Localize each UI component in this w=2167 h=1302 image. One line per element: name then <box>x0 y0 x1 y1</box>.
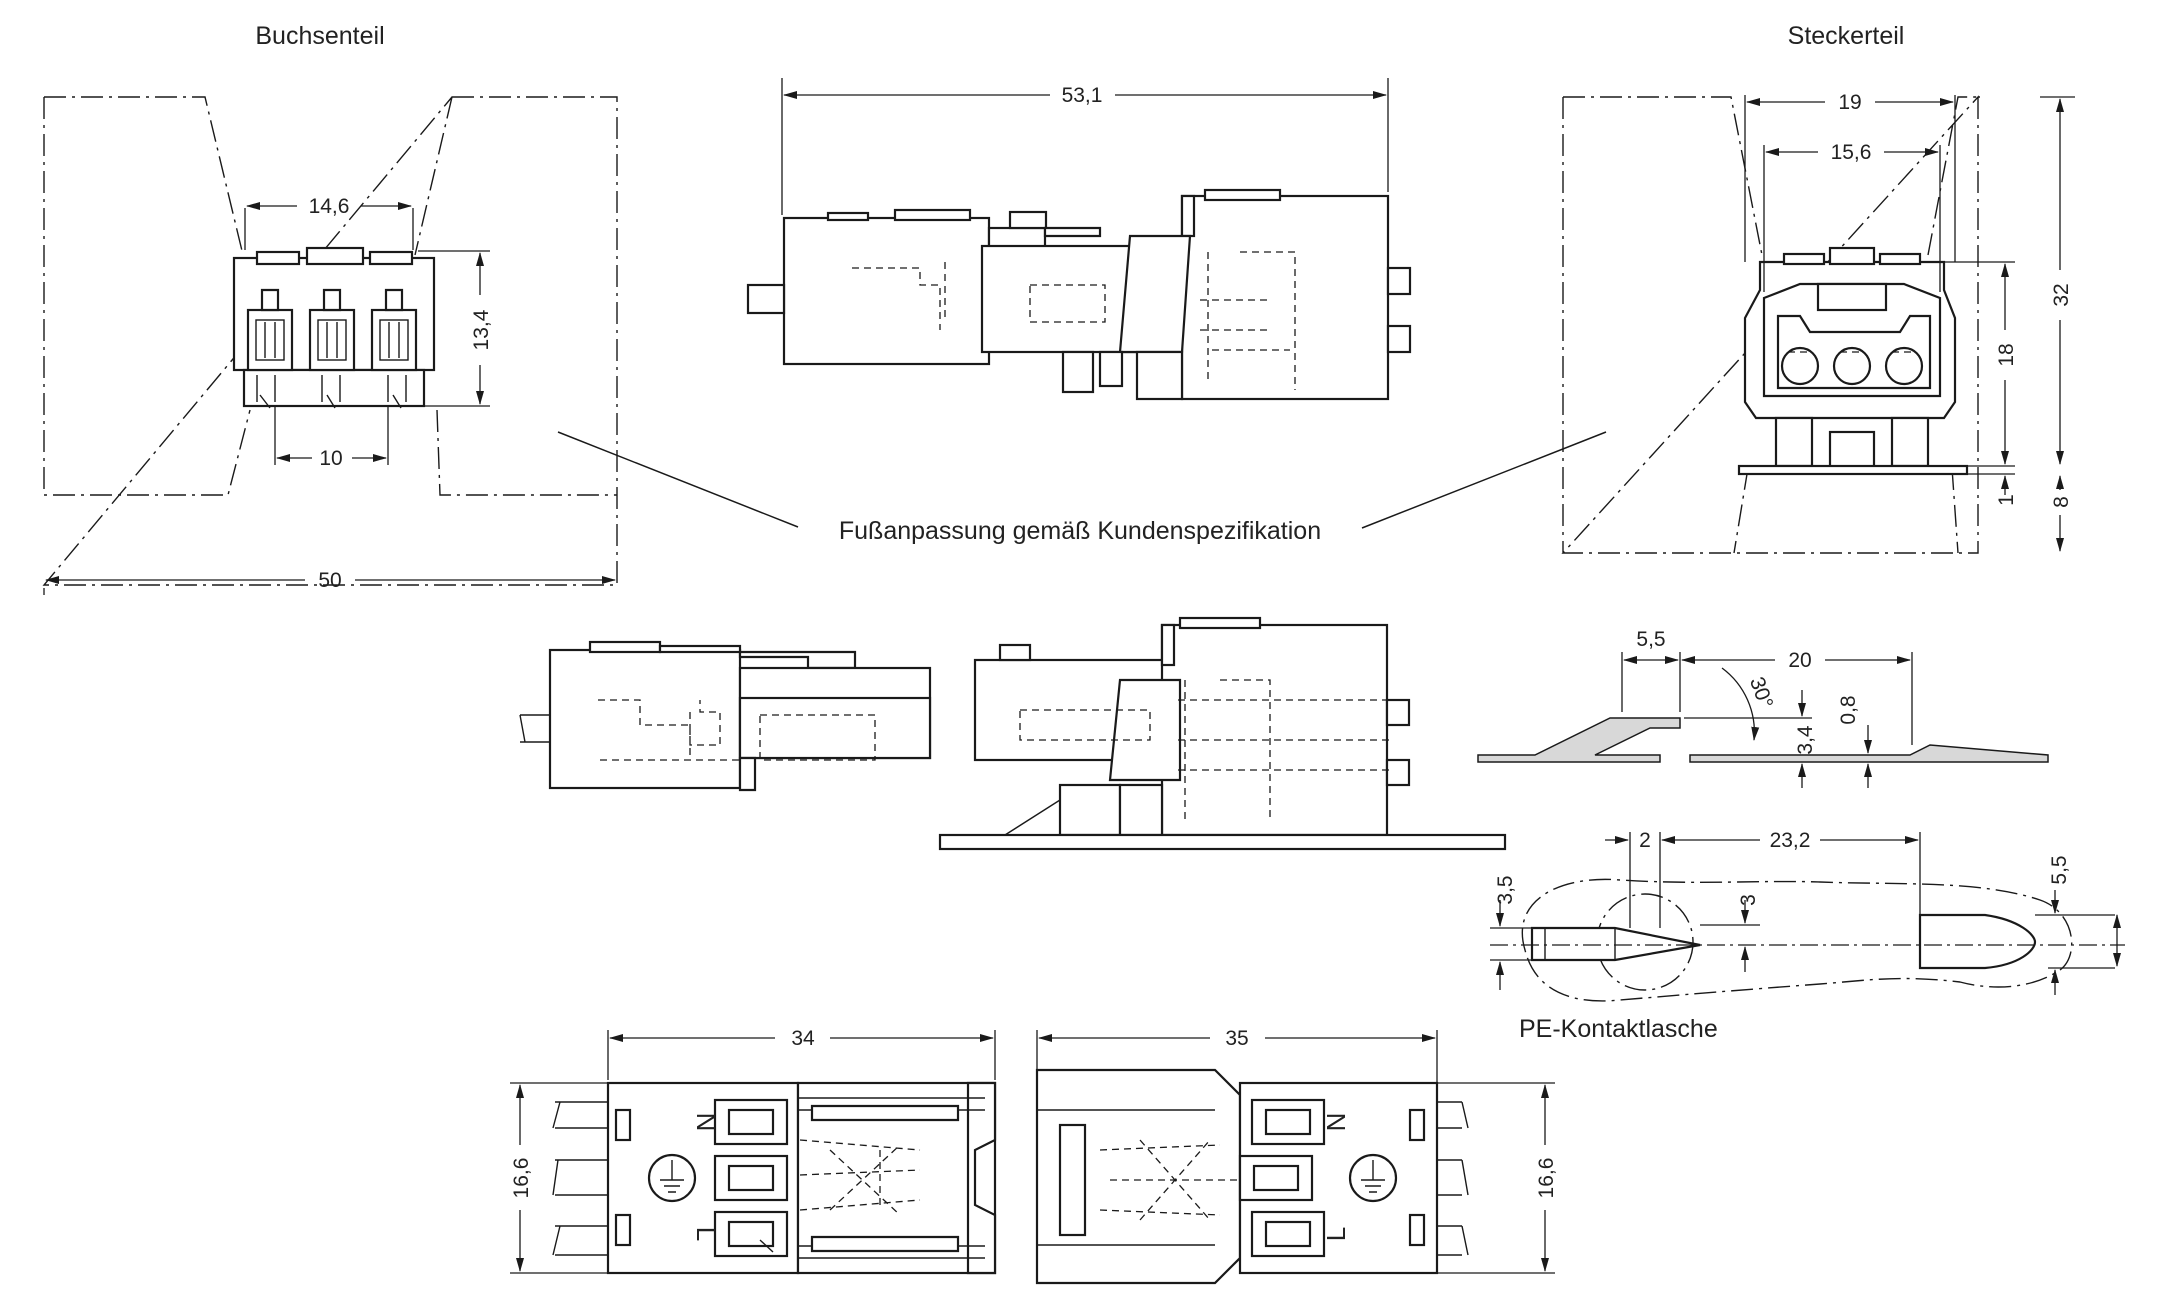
dim-plug-foot-8: 8 <box>2050 496 2073 508</box>
dim-bottom-left-height: 16,6 <box>510 1158 533 1199</box>
dim-bottom-right-length: 35 <box>1225 1027 1248 1050</box>
socket-top-view: 35 N L 16,6 <box>1035 1027 1558 1285</box>
dim-bottom-right-height: 16,6 <box>1535 1158 1558 1199</box>
socket-part-title: Buchsenteil <box>255 22 384 50</box>
dim-plug-height: 18 <box>1995 343 2018 366</box>
dim-plug-total-height: 32 <box>2050 283 2073 306</box>
plug-top-view: 34 N L 16,6 <box>510 1027 997 1275</box>
dim-pe-tab-0-8: 0,8 <box>1837 695 1860 724</box>
pe-tab-label: PE-Kontaktlasche <box>1519 1015 1718 1043</box>
dim-socket-height: 13,4 <box>470 309 493 350</box>
dim-plug-outer-width: 19 <box>1838 91 1861 114</box>
dim-socket-envelope-width: 50 <box>318 569 341 592</box>
dim-bottom-left-length: 34 <box>791 1027 815 1050</box>
terminal-mark-line-left: L <box>691 1227 721 1241</box>
plug-front-view: 19 15,6 18 32 1 8 <box>1561 91 2075 554</box>
socket-side-view <box>519 640 932 792</box>
dim-socket-top-width: 14,6 <box>309 195 350 218</box>
mated-side-view: 53,1 <box>746 78 1412 401</box>
dim-pe-tab-5-5-right: 5,5 <box>2048 855 2071 884</box>
pe-tab-top-view: 2 23,2 3,5 3 5,5 <box>1490 829 2125 1002</box>
dim-pe-tab-20: 20 <box>1788 649 1811 672</box>
protective-earth-icon <box>1348 1153 1398 1203</box>
terminal-mark-line-right: L <box>1321 1227 1351 1241</box>
dim-socket-pin-spacing: 10 <box>319 447 342 470</box>
dim-pe-tab-3-5: 3,5 <box>1494 875 1517 904</box>
terminal-mark-neutral-left: N <box>691 1113 721 1132</box>
socket-front-view: 14,6 13,4 10 50 <box>42 96 618 595</box>
terminal-mark-neutral-right: N <box>1321 1113 1351 1132</box>
dim-pe-tab-5-5: 5,5 <box>1636 628 1665 651</box>
dim-side-length: 53,1 <box>1062 84 1103 107</box>
pe-tab-side-view: 5,5 20 30° 3,4 0,8 <box>1477 628 2049 788</box>
plug-part-title: Steckerteil <box>1788 22 1905 50</box>
protective-earth-icon <box>647 1153 697 1203</box>
dim-pe-tab-23-2: 23,2 <box>1770 829 1811 852</box>
dim-pe-tab-2: 2 <box>1639 829 1651 852</box>
foot-adaptation-note: Fußanpassung gemäß Kundenspezifikation <box>839 517 1321 545</box>
dim-pe-tab-3: 3 <box>1737 894 1760 906</box>
dim-plug-inner-width: 15,6 <box>1831 141 1872 164</box>
dim-plug-foot-1: 1 <box>1995 494 2018 506</box>
dim-pe-tab-3-4: 3,4 <box>1794 725 1817 755</box>
plug-side-view <box>938 616 1507 851</box>
